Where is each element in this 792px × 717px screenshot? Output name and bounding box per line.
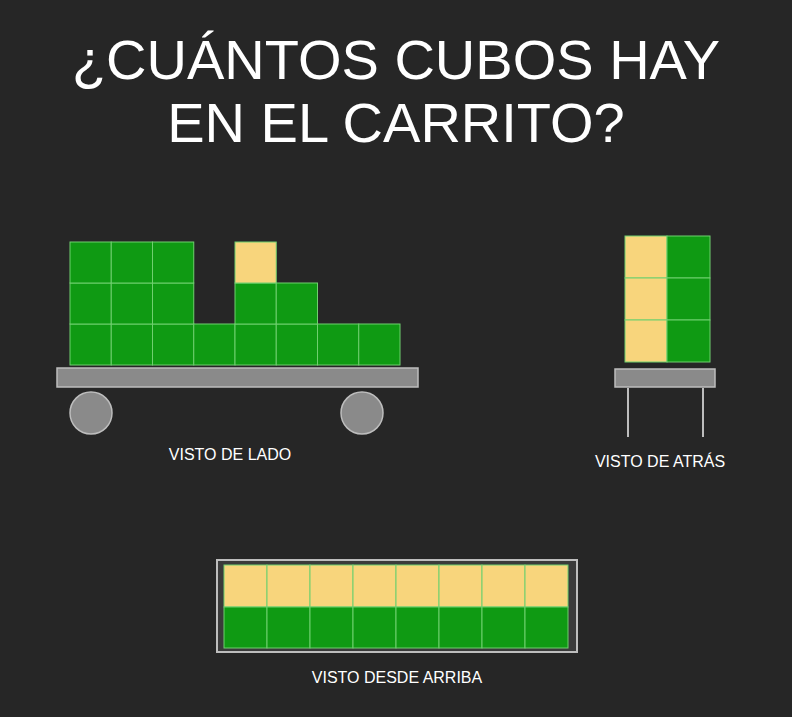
- yellow-cube: [224, 565, 267, 607]
- green-cube: [667, 320, 710, 362]
- green-cube: [359, 324, 400, 365]
- yellow-cube: [525, 565, 568, 607]
- green-cube: [318, 324, 359, 365]
- green-cube: [153, 283, 194, 324]
- view-label: VISTO DESDE ARRIBA: [312, 668, 482, 688]
- cart-wheel: [70, 392, 112, 434]
- green-cube: [439, 607, 482, 648]
- green-cube: [353, 607, 396, 648]
- title: ¿CUÁNTOS CUBOS HAY EN EL CARRITO?: [46, 28, 746, 154]
- green-cube: [482, 607, 525, 648]
- green-cube: [111, 242, 152, 283]
- yellow-cube: [625, 278, 667, 320]
- yellow-cube: [353, 565, 396, 607]
- yellow-cube: [625, 320, 667, 362]
- cart-platform: [57, 368, 418, 387]
- cart-wheel: [341, 392, 383, 434]
- green-cube: [310, 607, 353, 648]
- yellow-cube: [482, 565, 525, 607]
- green-cube: [70, 324, 111, 365]
- green-cube: [267, 607, 310, 648]
- green-cube: [224, 607, 267, 648]
- green-cube: [667, 236, 710, 278]
- green-cube: [276, 283, 317, 324]
- back-view: [615, 236, 715, 437]
- green-cube: [194, 324, 235, 365]
- green-cube: [667, 278, 710, 320]
- green-cube: [396, 607, 439, 648]
- yellow-cube: [310, 565, 353, 607]
- yellow-cube: [235, 242, 276, 283]
- yellow-cube: [625, 236, 667, 278]
- green-cube: [111, 283, 152, 324]
- yellow-cube: [396, 565, 439, 607]
- view-label: VISTO DE ATRÁS: [595, 452, 725, 472]
- green-cube: [111, 324, 152, 365]
- cart-platform: [615, 369, 715, 387]
- green-cube: [70, 242, 111, 283]
- side-view: [57, 242, 418, 434]
- green-cube: [235, 283, 276, 324]
- top-view: [217, 560, 577, 652]
- yellow-cube: [267, 565, 310, 607]
- cart-wheel-edge: [627, 388, 629, 437]
- cart-wheel-edge: [702, 388, 704, 437]
- yellow-cube: [439, 565, 482, 607]
- green-cube: [235, 324, 276, 365]
- green-cube: [276, 324, 317, 365]
- green-cube: [153, 242, 194, 283]
- green-cube: [525, 607, 568, 648]
- green-cube: [70, 283, 111, 324]
- view-label: VISTO DE LADO: [169, 445, 291, 465]
- green-cube: [153, 324, 194, 365]
- cart-platform: [217, 560, 577, 652]
